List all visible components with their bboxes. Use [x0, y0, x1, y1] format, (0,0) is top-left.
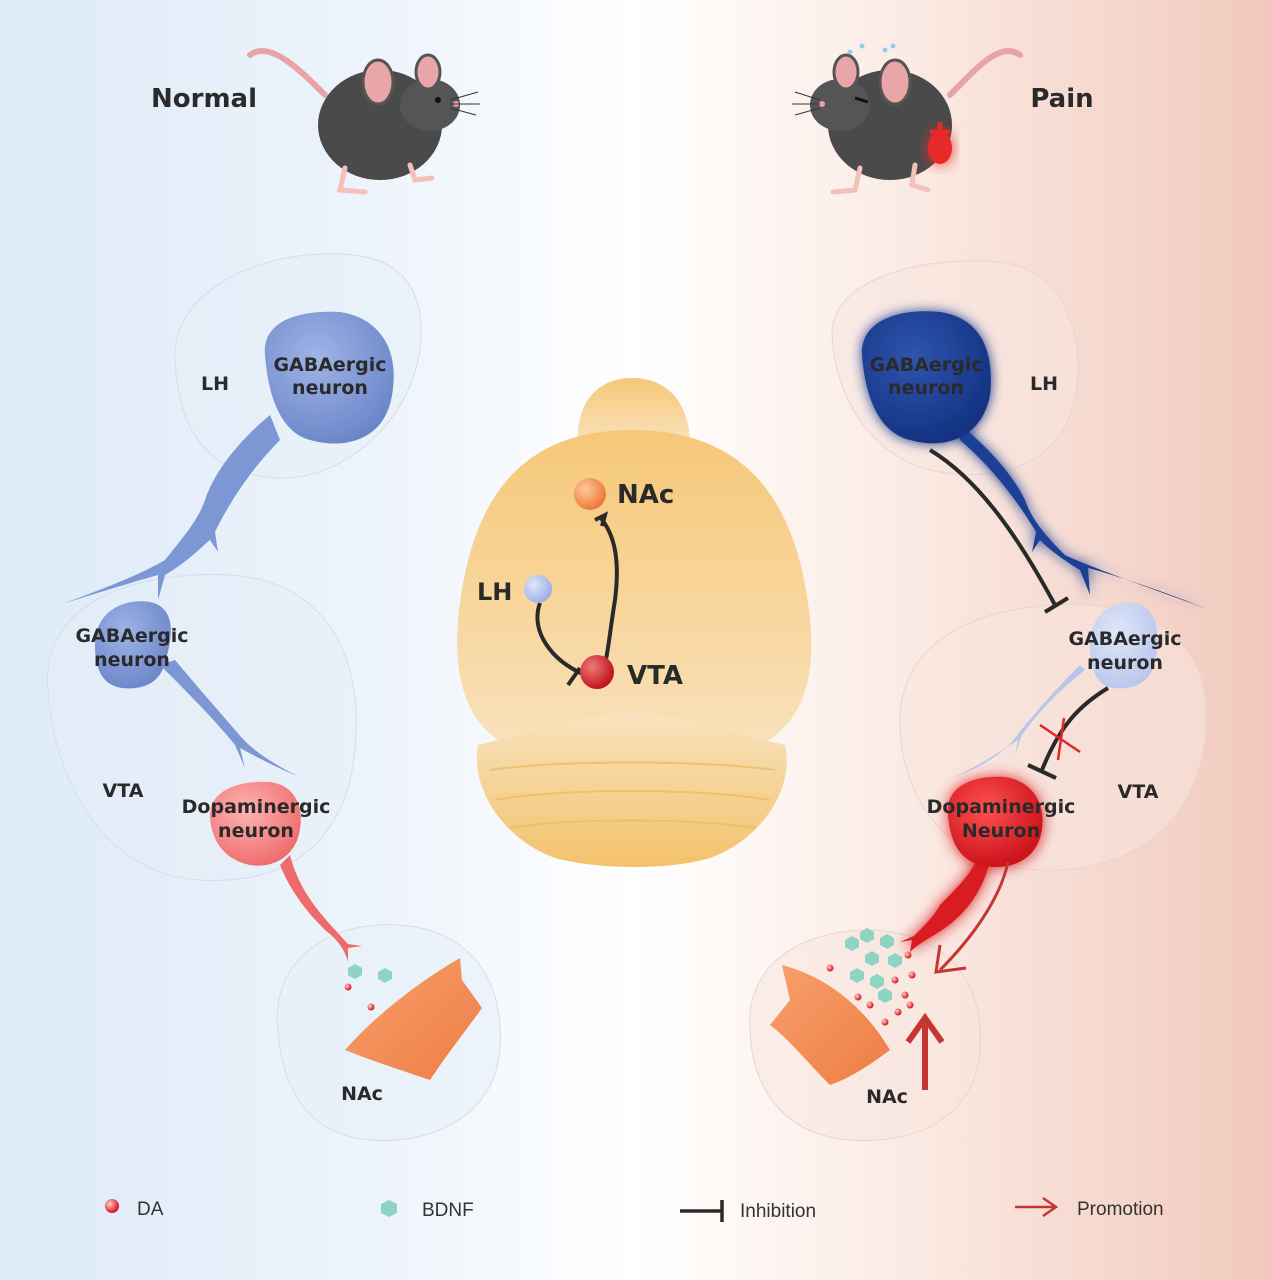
right-gaba-lh-label-line2: neuron: [888, 377, 964, 399]
left-da-particles: [344, 964, 392, 1011]
legend-promotion-icon: [1015, 1196, 1059, 1218]
center-vta-node: [580, 655, 614, 689]
legend-bdnf-label: BDNF: [422, 1200, 474, 1221]
right-gaba-vta-label-line1: GABAergic: [1068, 628, 1181, 650]
left-dopamine-neuron: [209, 781, 362, 962]
legend-da-label: DA: [137, 1199, 164, 1220]
left-gaba-vta-neuron: [95, 601, 298, 776]
right-inhibition-vta-to-da-blocked: [1027, 686, 1110, 780]
left-gaba-vta-label-line2: neuron: [94, 649, 170, 671]
left-lh-label: LH: [201, 373, 229, 395]
right-dopamine-label-line2: Neuron: [962, 820, 1040, 842]
normal-title: Normal: [151, 84, 257, 114]
right-dopamine-label-line1: Dopaminergic: [927, 796, 1076, 818]
pain-title: Pain: [1030, 84, 1093, 114]
right-nac-neuron: [770, 965, 890, 1085]
right-gaba-vta-neuron: [952, 602, 1158, 778]
center-lh-node: [524, 575, 552, 603]
right-vta-label: VTA: [1118, 781, 1159, 803]
center-lh-label: LH: [477, 578, 512, 606]
center-brain-illustration: [457, 378, 812, 867]
right-inhibition-lh-to-vta: [928, 448, 1070, 614]
left-vta-label: VTA: [103, 780, 144, 802]
legend-da-icon: [105, 1199, 119, 1213]
right-dopamine-neuron: [900, 776, 1043, 952]
left-dopamine-label-line1: Dopaminergic: [182, 796, 331, 818]
left-nac-neuron: [345, 958, 482, 1080]
left-dopamine-label-line2: neuron: [218, 820, 294, 842]
right-gaba-lh-neuron: [861, 311, 1205, 608]
left-gaba-lh-neuron: [62, 311, 394, 604]
legend-inhibition-label: Inhibition: [740, 1201, 816, 1222]
right-gaba-vta-label-line2: neuron: [1087, 652, 1163, 674]
right-lh-label: LH: [1030, 373, 1058, 395]
left-nac-label: NAc: [341, 1083, 383, 1105]
left-gaba-vta-label-line1: GABAergic: [75, 625, 188, 647]
pain-mouse-illustration: [792, 43, 1023, 195]
right-da-bdnf-particles: [826, 928, 916, 1026]
right-promotion-arrows: [905, 861, 1010, 1090]
left-gaba-lh-label-line1: GABAergic: [273, 354, 386, 376]
center-vta-label: VTA: [627, 661, 683, 691]
left-gaba-lh-label-line2: neuron: [292, 377, 368, 399]
block-cross-icon: [1039, 717, 1081, 761]
right-gaba-lh-label-line1: GABAergic: [869, 354, 982, 376]
center-circuit: [524, 478, 619, 689]
right-nac-label: NAc: [866, 1086, 908, 1108]
center-nac-label: NAc: [617, 480, 674, 510]
legend-bdnf-icon: [381, 1200, 397, 1217]
legend: DA BDNF Inhibition Promotion: [105, 1196, 1164, 1222]
center-nac-node: [574, 478, 606, 510]
legend-promotion-label: Promotion: [1077, 1199, 1164, 1220]
left-vta-region: [47, 573, 357, 881]
normal-mouse-illustration: [247, 48, 480, 195]
legend-inhibition-icon: [680, 1200, 724, 1222]
